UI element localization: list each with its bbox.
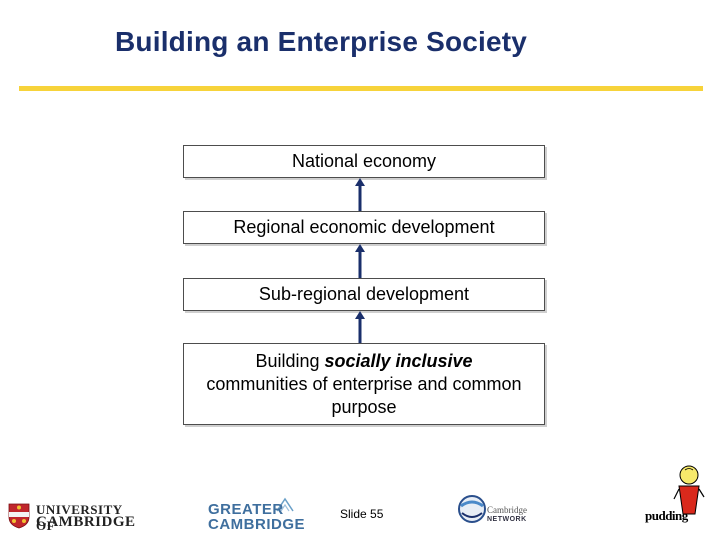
arrow-subregional-to-regional bbox=[355, 244, 365, 278]
box-subregional-development: Sub-regional development bbox=[183, 278, 545, 311]
arrow-regional-to-national bbox=[355, 178, 365, 211]
university-logo-line2: CAMBRIDGE bbox=[36, 514, 136, 530]
box-subregional-development-label: Sub-regional development bbox=[258, 284, 470, 304]
greater-cambridge-logo: GREATER CAMBRIDGE bbox=[205, 497, 305, 537]
pudding-logo: pudding bbox=[645, 464, 717, 530]
slide-number: Slide 55 bbox=[340, 507, 384, 521]
globe-icon bbox=[458, 495, 486, 523]
cambridge-network-logo: Cambridge NETWORK bbox=[455, 491, 535, 531]
slide-title: Building an Enterprise Society bbox=[115, 26, 528, 57]
university-logo-line1: UNIVERSITY OF bbox=[36, 502, 123, 533]
cambridge-network-line2: NETWORK bbox=[487, 516, 527, 523]
greater-cambridge-line2: CAMBRIDGE bbox=[208, 516, 305, 533]
greater-cambridge-line1: GREATER bbox=[208, 501, 284, 518]
university-of-cambridge-logo: UNIVERSITY OF CAMBRIDGE bbox=[8, 501, 136, 533]
box-regional-development-label: Regional economic development bbox=[233, 217, 495, 237]
greater-cambridge-mark-icon bbox=[276, 497, 294, 512]
cambridge-network-line1: Cambridge bbox=[487, 505, 527, 515]
label-prefix: Building bbox=[255, 350, 325, 371]
box-regional-development: Regional economic development bbox=[183, 211, 545, 244]
label-suffix: communities of enterprise and common pur… bbox=[206, 373, 522, 417]
arrow-communities-to-subregional bbox=[355, 311, 365, 343]
box-inclusive-communities: Building socially inclusive communities … bbox=[183, 343, 545, 425]
cambridge-shield-icon bbox=[8, 503, 30, 529]
label-emphasis: socially inclusive bbox=[324, 350, 473, 371]
box-inclusive-communities-label: Building socially inclusive communities … bbox=[204, 350, 524, 419]
title-underline bbox=[19, 86, 703, 91]
box-national-economy-label: National economy bbox=[291, 151, 437, 171]
pudding-wordmark: pudding bbox=[645, 508, 688, 523]
lightbulb-figure-icon bbox=[673, 465, 705, 515]
box-national-economy: National economy bbox=[183, 145, 545, 178]
